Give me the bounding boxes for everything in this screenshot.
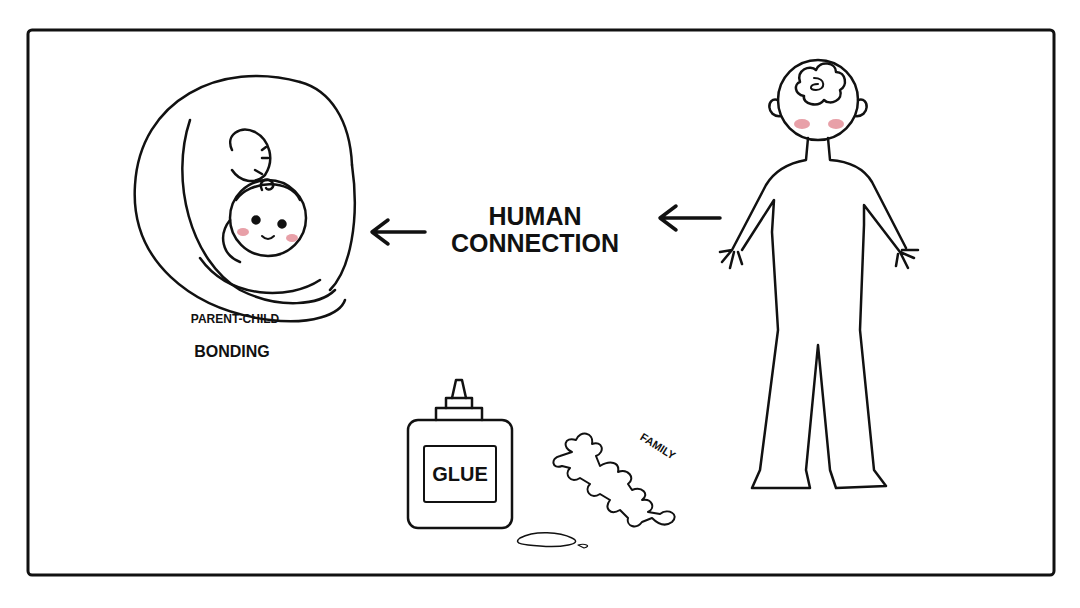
text-label: BONDING [172,343,292,361]
frame [28,30,1054,575]
box-text: GLUE [432,463,488,485]
text-label: HUMAN CONNECTION [445,203,625,258]
glue-bottle [408,380,588,548]
text-label: PARENT-CHILD [155,313,315,326]
label-box: GLUE [423,445,497,503]
text-label: FAMILY [621,420,695,473]
parent-child-figure [135,76,355,321]
person-figure [720,60,918,488]
